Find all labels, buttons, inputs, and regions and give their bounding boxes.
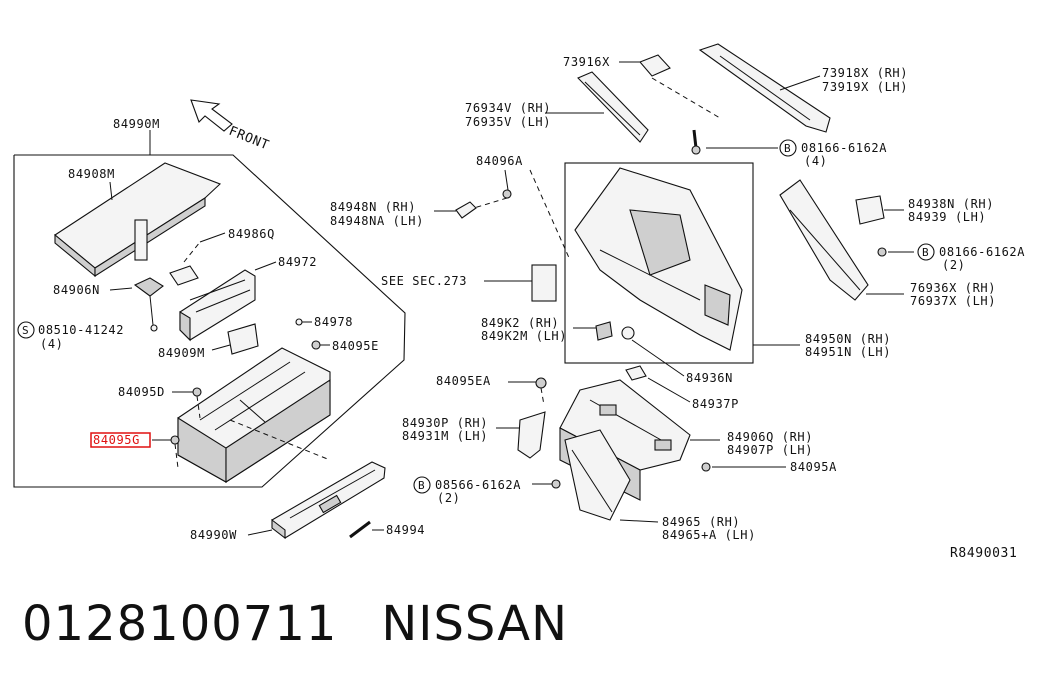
callout-08510-qty: (4) bbox=[40, 337, 63, 351]
callout-84938N: 84938N (RH) bbox=[908, 197, 994, 211]
callout-08510-letter: S bbox=[22, 324, 29, 337]
diagram-ref-code: R8490031 bbox=[950, 546, 1017, 561]
callout-84948NA: 84948NA (LH) bbox=[330, 214, 424, 228]
callout-84994: 84994 bbox=[386, 523, 425, 537]
callout-08510-41242: 08510-41242 bbox=[38, 323, 124, 337]
callout-highlight-box bbox=[90, 432, 151, 448]
callout-84990W: 84990W bbox=[190, 528, 237, 542]
strip-part bbox=[349, 520, 371, 539]
pillar-trim-part bbox=[577, 71, 649, 143]
hook-bracket-part bbox=[855, 195, 885, 225]
support-frame-part bbox=[564, 429, 631, 521]
callout-84939: 84939 (LH) bbox=[908, 210, 986, 224]
callout-84965: 84965 (RH) bbox=[662, 515, 740, 529]
callout-08166-b-qty: (2) bbox=[942, 258, 965, 272]
callout-73918X: 73918X (RH) bbox=[822, 66, 908, 80]
callout-84965A: 84965+A (LH) bbox=[662, 528, 756, 542]
callout-84978: 84978 bbox=[314, 315, 353, 329]
callout-08566-6162A: 08566-6162A bbox=[435, 478, 521, 492]
callout-08166-6162A-a: 08166-6162A bbox=[801, 141, 887, 155]
callout-849K2M: 849K2M (LH) bbox=[481, 329, 567, 343]
callout-73919X: 73919X (LH) bbox=[822, 80, 908, 94]
front-arrow-icon bbox=[190, 99, 233, 132]
roof-trim-part bbox=[698, 43, 831, 133]
floor-board-part bbox=[54, 162, 222, 278]
callout-76935V: 76935V (LH) bbox=[465, 115, 551, 129]
callout-08166-6162A-b: 08166-6162A bbox=[939, 245, 1025, 259]
footer-caption: 0128100711 NISSAN bbox=[22, 596, 568, 652]
hook-part bbox=[133, 277, 164, 332]
callout-84095E: 84095E bbox=[332, 339, 379, 353]
callout-84095EA: 84095EA bbox=[436, 374, 491, 388]
clip-part bbox=[691, 129, 701, 155]
callout-84950N: 84950N (RH) bbox=[805, 332, 891, 346]
callout-84096A: 84096A bbox=[476, 154, 523, 168]
organizer-part bbox=[179, 269, 256, 342]
callout-76936X: 76936X (RH) bbox=[910, 281, 996, 295]
callout-84908M: 84908M bbox=[68, 167, 115, 181]
front-label: FRONT bbox=[227, 124, 272, 154]
pad-part bbox=[169, 265, 199, 286]
part-number: 0128100711 bbox=[22, 596, 338, 652]
sec-273-part bbox=[531, 264, 557, 302]
rear-pillar-part bbox=[779, 179, 869, 301]
callout-08566-letter: B bbox=[418, 479, 425, 492]
callout-08166-a-letter: B bbox=[784, 142, 791, 155]
callout-84095G: 84095G bbox=[93, 433, 140, 447]
tray-part bbox=[177, 347, 331, 484]
callout-84936N: 84936N bbox=[686, 371, 733, 385]
callout-84972: 84972 bbox=[278, 255, 317, 269]
callout-84906N: 84906N bbox=[53, 283, 100, 297]
callout-84986Q: 84986Q bbox=[228, 227, 275, 241]
callout-08166-a-qty: (4) bbox=[804, 154, 827, 168]
scuff-plate-part bbox=[271, 461, 386, 540]
callout-84906Q: 84906Q (RH) bbox=[727, 430, 813, 444]
callout-84990M: 84990M bbox=[113, 117, 160, 131]
callout-84951N: 84951N (LH) bbox=[805, 345, 891, 359]
hinge-bracket-part bbox=[619, 54, 671, 77]
brand-name: NISSAN bbox=[381, 596, 569, 652]
cap-part bbox=[455, 201, 477, 219]
callout-76937X: 76937X (LH) bbox=[910, 294, 996, 308]
callout-76934V: 76934V (RH) bbox=[465, 101, 551, 115]
callout-849K2: 849K2 (RH) bbox=[481, 316, 559, 330]
left-group-frame bbox=[13, 154, 406, 488]
callout-84909M: 84909M bbox=[158, 346, 205, 360]
callout-73916X: 73916X bbox=[563, 55, 610, 69]
callout-84907P: 84907P (LH) bbox=[727, 443, 813, 457]
lower-bracket-part bbox=[517, 411, 546, 459]
callout-08566-qty: (2) bbox=[437, 491, 460, 505]
callout-84931M: 84931M (LH) bbox=[402, 429, 488, 443]
bracket-part bbox=[227, 323, 259, 355]
callout-08166-b-letter: B bbox=[922, 246, 929, 259]
callout-84095D: 84095D bbox=[118, 385, 165, 399]
callout-84095A: 84095A bbox=[790, 460, 837, 474]
callout-see-sec-273: SEE SEC.273 bbox=[381, 274, 467, 288]
side-panel-part bbox=[574, 167, 743, 351]
side-panel-frame bbox=[564, 162, 754, 364]
switch-part bbox=[595, 321, 613, 341]
callout-84930P: 84930P (RH) bbox=[402, 416, 488, 430]
callout-84948N: 84948N (RH) bbox=[330, 200, 416, 214]
callout-84937P: 84937P bbox=[692, 397, 739, 411]
